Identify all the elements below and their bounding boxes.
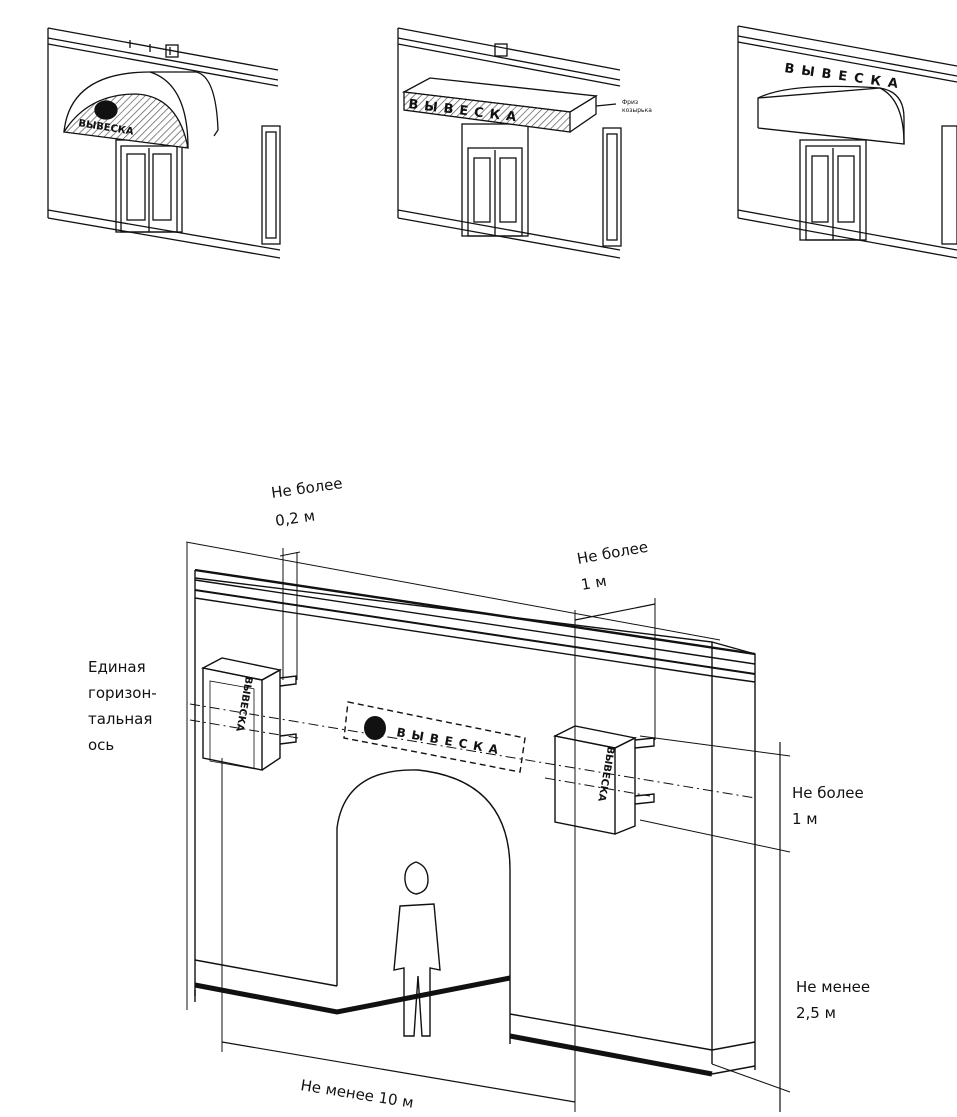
frieze-callout-line1: Фриз bbox=[622, 99, 638, 106]
axis-label-line4: ось bbox=[88, 736, 114, 754]
min-height-label-line2: 2,5 м bbox=[796, 1004, 836, 1022]
right-gap-label-line1: Не более bbox=[576, 538, 650, 568]
top-gap-label-line2: 0,2 м bbox=[274, 507, 316, 530]
top-gap-label-line1: Не более bbox=[270, 474, 344, 502]
height-label-line1: Не более bbox=[792, 784, 864, 802]
axis-label-line3: тальная bbox=[88, 710, 152, 728]
left-box-sign-text: ВЫВЕСКА bbox=[233, 675, 254, 732]
right-gap-label-line2: 1 м bbox=[580, 572, 608, 594]
min-width-label: Не менее 10 м bbox=[299, 1076, 414, 1112]
frieze-callout-line2: козырька bbox=[622, 107, 652, 114]
min-height-label-line1: Не менее bbox=[796, 978, 870, 996]
logo-dot bbox=[364, 716, 386, 740]
panel-letters-above-awning bbox=[737, 25, 957, 259]
axis-label-line1: Единая bbox=[88, 658, 146, 676]
height-label-line2: 1 м bbox=[792, 810, 818, 828]
panel-canopy-frieze bbox=[397, 27, 622, 259]
axis-label-line2: горизон- bbox=[88, 684, 157, 702]
facade-drawing bbox=[185, 541, 791, 1112]
panel-arched-awning bbox=[47, 27, 281, 259]
